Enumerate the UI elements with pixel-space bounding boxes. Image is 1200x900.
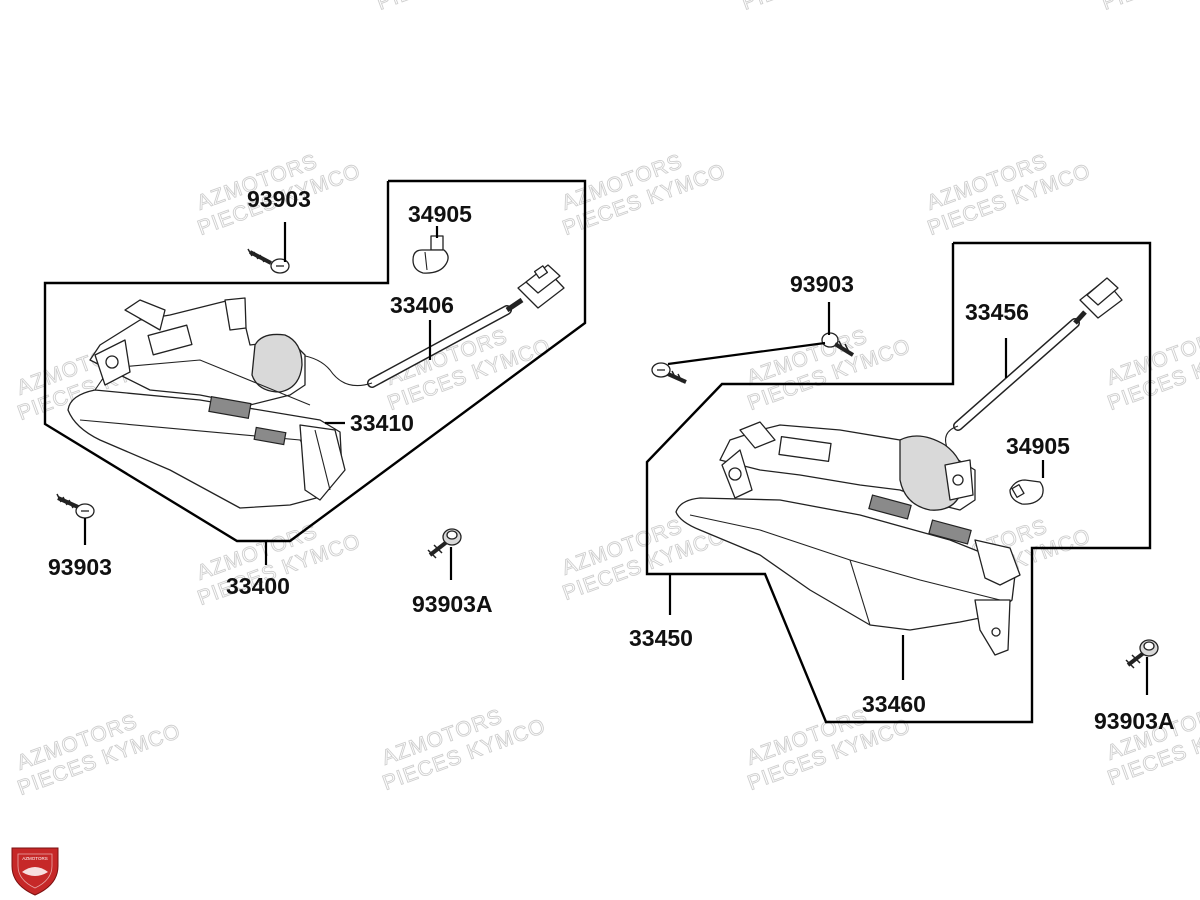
watermark: AZMOTORS PIECES KYMCO <box>558 149 729 240</box>
screw-93903-bottom-left[interactable] <box>56 493 95 519</box>
label-93903-right: 93903 <box>790 271 854 297</box>
right-indicator-lamp[interactable] <box>675 421 1021 656</box>
label-93903A-right: 93903A <box>1094 708 1175 734</box>
label-33400: 33400 <box>226 573 290 599</box>
watermark: AZMOTORS PIECES KYMCO <box>743 324 914 415</box>
label-34905-left: 34905 <box>408 201 472 227</box>
label-33406: 33406 <box>390 292 454 318</box>
screw-93903-top-left[interactable] <box>247 248 290 274</box>
bulb-34905-right[interactable] <box>1009 479 1044 505</box>
screw-93903-right[interactable] <box>650 332 855 384</box>
bulb-34905-left[interactable] <box>412 235 449 274</box>
azmotors-logo: AZMOTORS <box>11 847 59 896</box>
right-indicator-group: 93903 33456 34905 33450 33460 93903A <box>629 241 1175 734</box>
label-34905-right: 34905 <box>1006 433 1070 459</box>
label-33460: 33460 <box>862 691 926 717</box>
label-93903-top-left: 93903 <box>247 186 311 212</box>
label-93903A-left: 93903A <box>412 591 493 617</box>
watermark: AZMOTORS PIECES KYMCO <box>1103 699 1200 790</box>
watermark: AZMOTORS PIECES KYMCO <box>378 704 549 795</box>
logo-text: AZMOTORS <box>22 856 47 861</box>
leader-93903-right <box>667 341 826 366</box>
screw-93903A-right[interactable] <box>1125 639 1159 669</box>
harness-33456-right[interactable] <box>945 277 1123 471</box>
label-93903-bottom-left: 93903 <box>48 554 112 580</box>
left-indicator-lamp[interactable] <box>67 297 346 509</box>
watermark: PIECES KYMCO <box>1098 0 1200 15</box>
harness-33406-left[interactable] <box>299 264 565 388</box>
label-33450: 33450 <box>629 625 693 651</box>
watermark: AZMOTORS PIECES KYMCO <box>13 709 184 800</box>
label-33410: 33410 <box>350 410 414 436</box>
left-indicator-group: 93903 34905 33406 33410 93903 33400 9390… <box>43 179 587 617</box>
watermark: PIECES KYMCO <box>373 0 543 15</box>
svg-text:PIECES KYMCO: PIECES KYMCO <box>1099 0 1200 15</box>
svg-text:PIECES KYMCO: PIECES KYMCO <box>374 0 543 15</box>
screw-93903A-left[interactable] <box>427 528 462 559</box>
right-assembly-outline <box>645 241 1152 724</box>
svg-text:PIECES KYMCO: PIECES KYMCO <box>739 0 908 15</box>
watermark: AZMOTORS PIECES KYMCO <box>923 149 1094 240</box>
left-assembly-outline <box>43 179 587 543</box>
watermark: PIECES KYMCO <box>738 0 908 15</box>
watermark: AZMOTORS PIECES KYMCO <box>1103 324 1200 415</box>
label-33456: 33456 <box>965 299 1029 325</box>
